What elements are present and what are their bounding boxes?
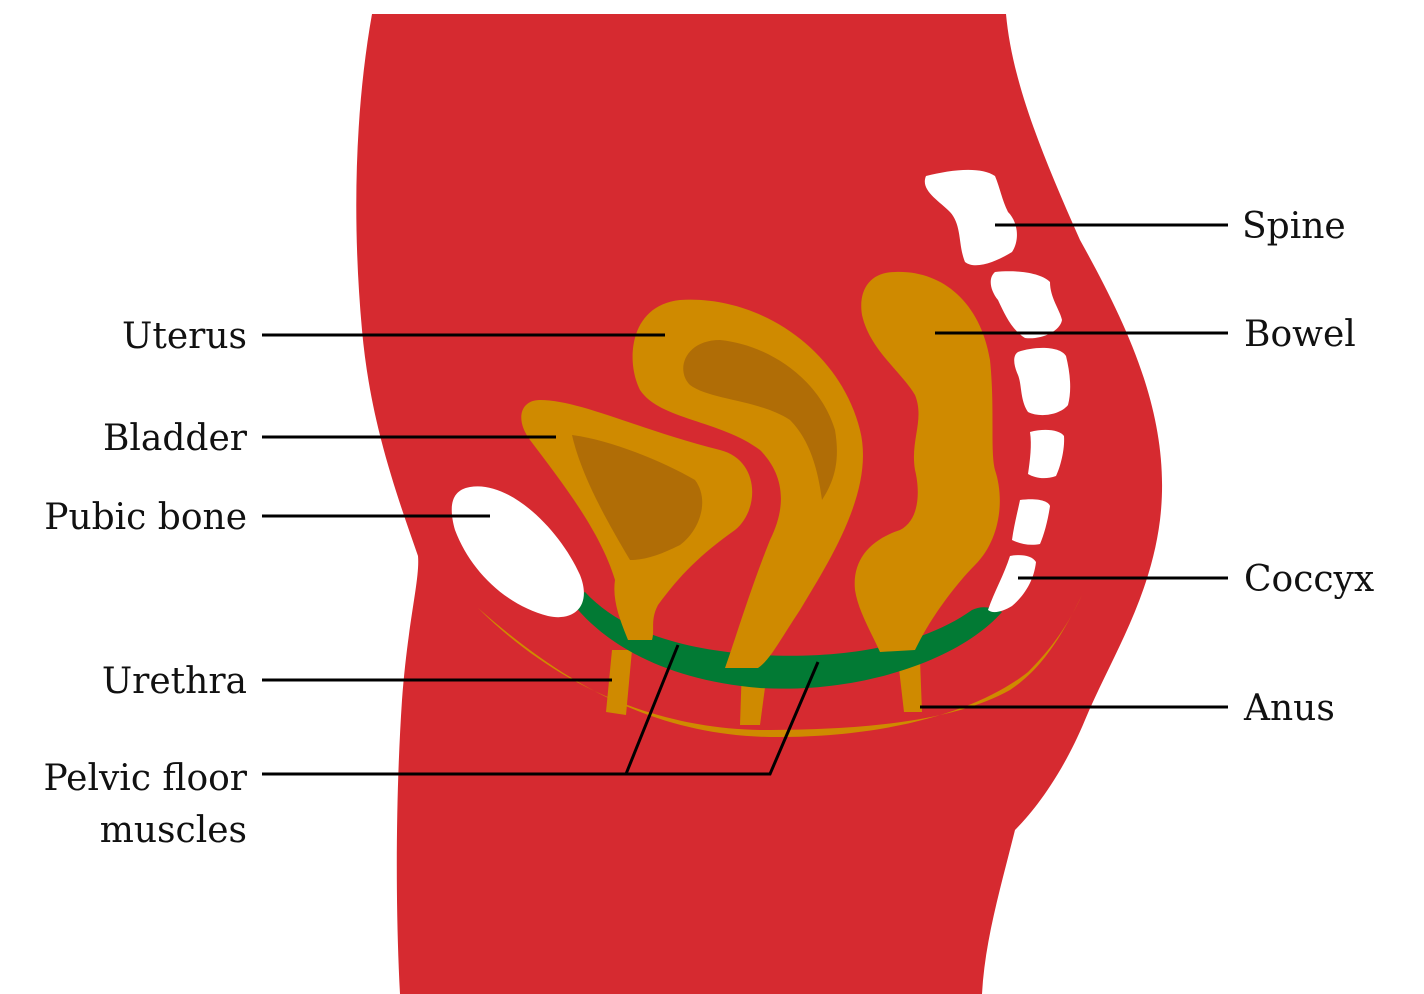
label-bladder: Bladder xyxy=(103,418,248,459)
label-uterus: Uterus xyxy=(122,316,247,357)
label-urethra: Urethra xyxy=(102,661,247,702)
label-spine: Spine xyxy=(1242,206,1346,247)
label-anus: Anus xyxy=(1243,688,1335,729)
label-pelvic-floor-line2: muscles xyxy=(100,810,247,851)
label-pubic-bone: Pubic bone xyxy=(44,497,247,538)
label-pelvic-floor-line1: Pelvic floor xyxy=(44,758,248,799)
label-coccyx: Coccyx xyxy=(1244,559,1374,600)
label-bowel: Bowel xyxy=(1244,314,1356,355)
